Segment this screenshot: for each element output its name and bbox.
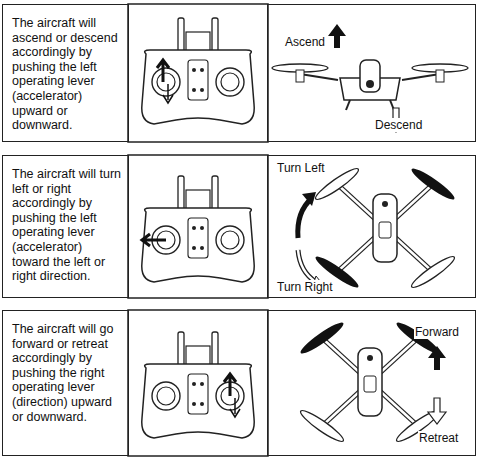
instruction-text: The aircraft will ascend or descend acco… xyxy=(3,5,128,133)
direction-label: Ascend xyxy=(284,35,326,49)
direction-label: Turn Right xyxy=(276,280,334,294)
remote-controller xyxy=(142,176,255,282)
text-cell: The aircraft will turn left or right acc… xyxy=(2,155,129,298)
drone-side-view xyxy=(272,24,468,132)
text-cell: The aircraft will go forward or retreat … xyxy=(2,310,129,456)
direction-label: Forward xyxy=(414,325,460,339)
label-cell: AscendDescend xyxy=(267,4,476,142)
instruction-text: The aircraft will go forward or retreat … xyxy=(3,311,128,424)
label-cell: ForwardRetreat xyxy=(267,310,476,456)
direction-label: Turn Left xyxy=(276,161,326,175)
text-cell: The aircraft will ascend or descend acco… xyxy=(2,4,129,142)
direction-label: Descend xyxy=(374,118,423,132)
instruction-text: The aircraft will turn left or right acc… xyxy=(3,156,128,284)
remote-controller xyxy=(142,332,255,438)
stick-arrow xyxy=(142,60,240,417)
remote-controller xyxy=(142,18,255,124)
direction-label: Retreat xyxy=(418,431,459,445)
label-cell: Turn LeftTurn Right xyxy=(267,155,476,298)
drone-top-view xyxy=(298,165,457,291)
